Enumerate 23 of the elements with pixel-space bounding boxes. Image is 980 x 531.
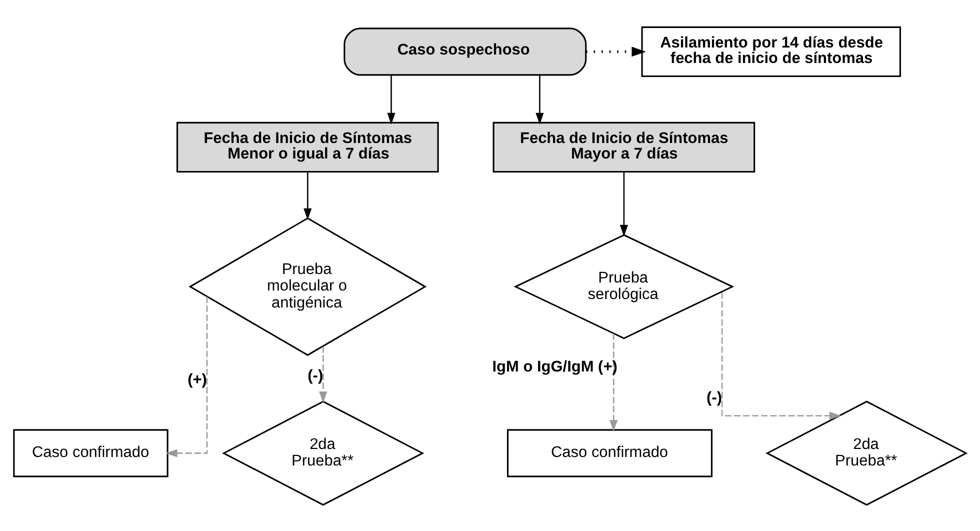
- node-box: Asilamiento por 14 días desde fecha de inicio de síntomas: [641, 26, 901, 76]
- arrow: [721, 292, 842, 420]
- arrow: [536, 74, 544, 124]
- node-diamond: 2da Prueba**: [766, 400, 968, 506]
- edge-label: (-): [706, 388, 722, 406]
- edge-label: IgM o IgG/IgM (+): [492, 358, 618, 375]
- node-box: Caso confirmado: [506, 428, 712, 477]
- node-box: Caso sospechoso: [344, 27, 587, 76]
- arrow: [387, 74, 396, 124]
- arrow: [610, 333, 618, 432]
- arrow: [620, 171, 628, 236]
- node-diamond: Prueba serológica: [514, 234, 734, 339]
- node-box: Caso confirmado: [13, 428, 168, 477]
- node-diamond: Prueba molecular o antigénica: [188, 216, 427, 356]
- node-diamond: 2da Prueba**: [222, 400, 424, 506]
- arrow: [319, 346, 328, 403]
- node-box: Fecha de Inicio de Síntomas Mayor a 7 días: [492, 121, 756, 172]
- arrow: [166, 296, 208, 457]
- arrow: [304, 171, 312, 220]
- arrow: [586, 46, 646, 56]
- edge-label: (+): [188, 370, 207, 388]
- node-box: Fecha de Inicio de Síntomas Menor o igual a 7 días: [176, 121, 439, 172]
- edge-label: (-): [308, 366, 324, 384]
